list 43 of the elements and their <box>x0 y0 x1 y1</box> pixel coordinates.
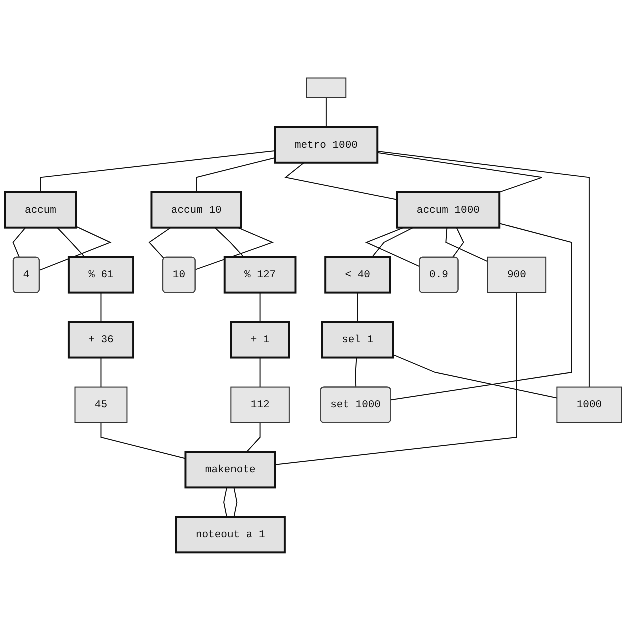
connector <box>246 422 261 453</box>
node-box: 45 <box>74 386 128 424</box>
connector <box>40 150 276 193</box>
connector <box>357 292 358 323</box>
connector <box>57 227 86 258</box>
connector <box>372 227 414 258</box>
connector <box>377 151 590 388</box>
node-box: % 61 <box>68 256 134 294</box>
connector <box>224 487 228 518</box>
connector <box>39 226 112 271</box>
node-box: < 40 <box>324 256 392 294</box>
connector <box>355 357 358 388</box>
connector <box>392 354 558 399</box>
connector <box>390 223 572 401</box>
node-box: noteout a 1 <box>175 516 286 554</box>
connector <box>100 292 102 323</box>
connector <box>284 162 398 200</box>
node-box: accum 10 <box>150 191 242 229</box>
connector <box>446 227 488 262</box>
connector <box>100 357 102 388</box>
node-box: accum 1000 <box>396 191 501 229</box>
node-box: 112 <box>230 386 290 424</box>
connector <box>195 227 274 270</box>
node-box: + 1 <box>230 321 290 359</box>
connector <box>275 292 518 466</box>
connector <box>365 227 420 268</box>
connector <box>326 97 327 128</box>
connector <box>260 292 261 323</box>
connector <box>196 158 276 193</box>
node-box <box>306 78 347 98</box>
node-box: 900 <box>487 256 547 294</box>
node-box: 1000 <box>556 386 622 424</box>
node-box: makenote <box>184 451 276 489</box>
node-box: accum <box>4 191 78 229</box>
node-box: sel 1 <box>321 321 394 359</box>
node-box: metro 1000 <box>274 126 379 164</box>
connector <box>100 422 186 460</box>
node-box: + 36 <box>68 321 134 359</box>
connector <box>260 357 261 388</box>
connector <box>234 487 238 518</box>
node-box: % 127 <box>224 256 297 294</box>
connector <box>214 227 245 258</box>
connector <box>377 152 543 193</box>
